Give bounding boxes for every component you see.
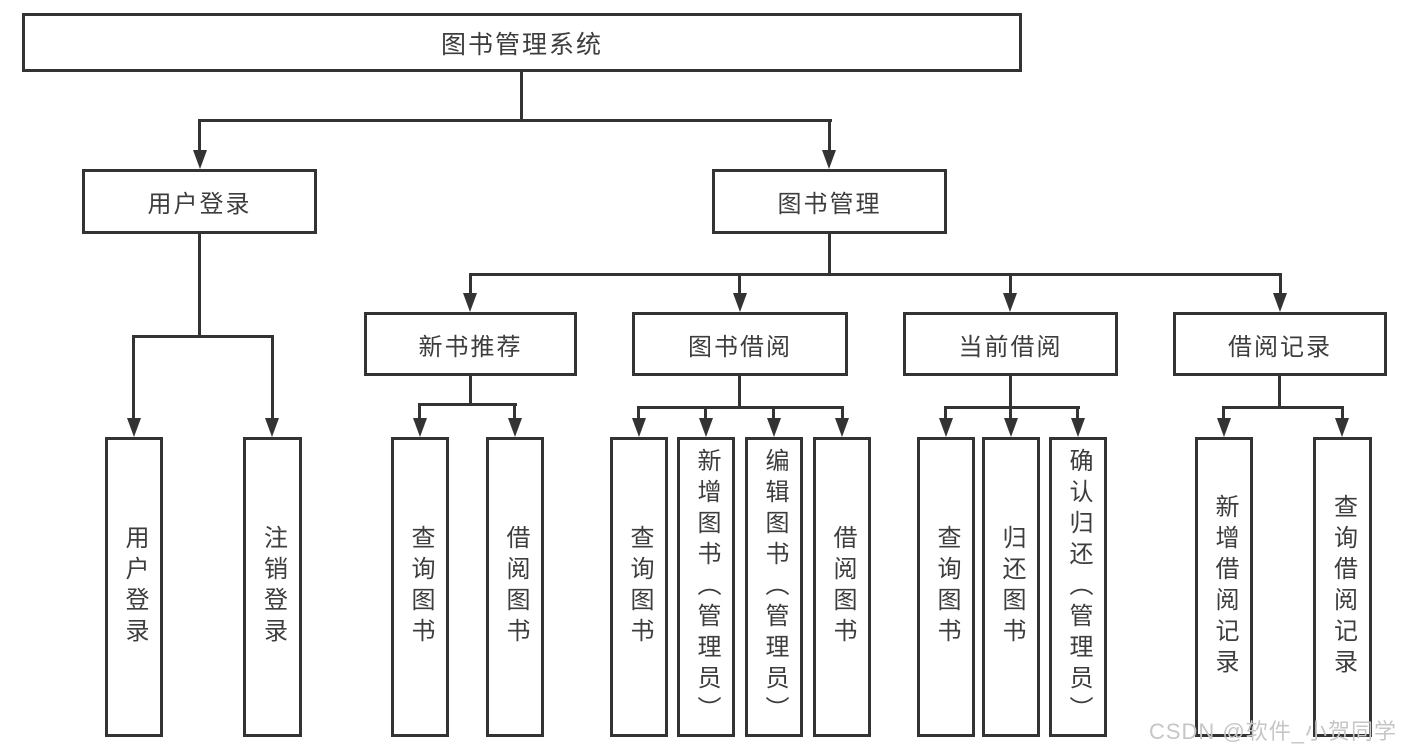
- leaf-label: 用户登录: [121, 525, 148, 649]
- leaf-label: 查询图书: [626, 525, 653, 649]
- line-segment: [637, 406, 640, 418]
- leaf-query-books-borrow: 查询图书: [610, 437, 668, 737]
- arrowhead: [733, 293, 747, 312]
- leaf-label: 查询图书: [407, 525, 434, 649]
- arrowhead: [1071, 418, 1085, 437]
- line-segment: [1279, 273, 1282, 295]
- node-user-login: 用户登录: [82, 169, 317, 234]
- leaf-logout: 注销登录: [243, 437, 302, 737]
- leaf-add-borrow-record: 新增借阅记录: [1195, 437, 1253, 737]
- line-segment: [513, 403, 516, 418]
- line-segment: [1009, 406, 1012, 418]
- arrowhead: [699, 418, 713, 437]
- node-book-borrow: 图书借阅: [632, 312, 848, 376]
- leaf-label: 归还图书: [998, 525, 1025, 649]
- leaf-add-books-admin: 新增图书（管理员）: [677, 437, 735, 737]
- line-segment: [704, 406, 707, 418]
- line-segment: [1009, 376, 1012, 406]
- arrowhead: [265, 418, 279, 437]
- line-segment: [198, 119, 832, 122]
- node-new-book-recommend: 新书推荐: [364, 312, 577, 376]
- line-segment: [1278, 376, 1281, 406]
- line-segment: [520, 72, 523, 119]
- line-segment: [418, 403, 421, 418]
- leaf-query-borrow-record: 查询借阅记录: [1313, 437, 1372, 737]
- leaf-label: 确认归还（管理员）: [1065, 447, 1092, 727]
- leaf-query-books-recommend: 查询图书: [391, 437, 449, 737]
- watermark: CSDN @软件_小贺同学: [1148, 719, 1397, 744]
- line-segment: [198, 119, 201, 152]
- line-segment: [1076, 406, 1079, 418]
- arrowhead: [463, 293, 477, 312]
- line-segment: [738, 376, 741, 406]
- leaf-label: 新增借阅记录: [1211, 494, 1238, 680]
- line-segment: [469, 273, 472, 295]
- line-segment: [828, 119, 831, 152]
- arrowhead: [413, 418, 427, 437]
- line-segment: [772, 406, 775, 418]
- arrowhead: [1004, 418, 1018, 437]
- leaf-label: 借阅图书: [502, 525, 529, 649]
- line-segment: [418, 403, 517, 406]
- line-segment: [841, 406, 844, 418]
- leaf-label: 查询图书: [933, 525, 960, 649]
- line-segment: [944, 406, 1080, 409]
- arrowhead: [1335, 418, 1349, 437]
- node-borrow-records: 借阅记录: [1173, 312, 1387, 376]
- line-segment: [198, 234, 201, 335]
- arrowhead: [193, 150, 207, 169]
- node-current-borrow: 当前借阅: [903, 312, 1118, 376]
- arrowhead: [1217, 418, 1231, 437]
- line-segment: [828, 234, 831, 273]
- leaf-user-login: 用户登录: [105, 437, 163, 737]
- arrowhead: [835, 418, 849, 437]
- arrowhead: [822, 150, 836, 169]
- line-segment: [944, 406, 947, 418]
- line-segment: [1009, 273, 1012, 295]
- line-segment: [1222, 406, 1225, 418]
- leaf-borrow-books: 借阅图书: [813, 437, 871, 737]
- line-segment: [1222, 406, 1344, 409]
- node-book-management: 图书管理: [712, 169, 947, 234]
- leaf-confirm-return-admin: 确认归还（管理员）: [1049, 437, 1107, 737]
- arrowhead: [767, 418, 781, 437]
- line-segment: [271, 335, 274, 418]
- line-segment: [637, 406, 844, 409]
- node-root: 图书管理系统: [22, 13, 1022, 72]
- line-segment: [1341, 406, 1344, 418]
- arrowhead: [508, 418, 522, 437]
- arrowhead: [1003, 293, 1017, 312]
- line-segment: [132, 335, 135, 418]
- line-segment: [132, 335, 274, 338]
- leaf-edit-books-admin: 编辑图书（管理员）: [745, 437, 803, 737]
- arrowhead: [939, 418, 953, 437]
- leaf-query-books-current: 查询图书: [917, 437, 975, 737]
- leaf-return-books: 归还图书: [982, 437, 1040, 737]
- arrowhead: [632, 418, 646, 437]
- leaf-label: 新增图书（管理员）: [693, 447, 720, 727]
- line-segment: [469, 273, 1281, 276]
- leaf-label: 编辑图书（管理员）: [761, 447, 788, 727]
- leaf-label: 注销登录: [259, 525, 287, 649]
- line-segment: [738, 273, 741, 295]
- line-segment: [469, 376, 472, 403]
- leaf-label: 借阅图书: [829, 525, 856, 649]
- arrowhead: [127, 418, 141, 437]
- leaf-label: 查询借阅记录: [1329, 494, 1357, 680]
- leaf-borrow-books-recommend: 借阅图书: [486, 437, 544, 737]
- arrowhead: [1273, 293, 1287, 312]
